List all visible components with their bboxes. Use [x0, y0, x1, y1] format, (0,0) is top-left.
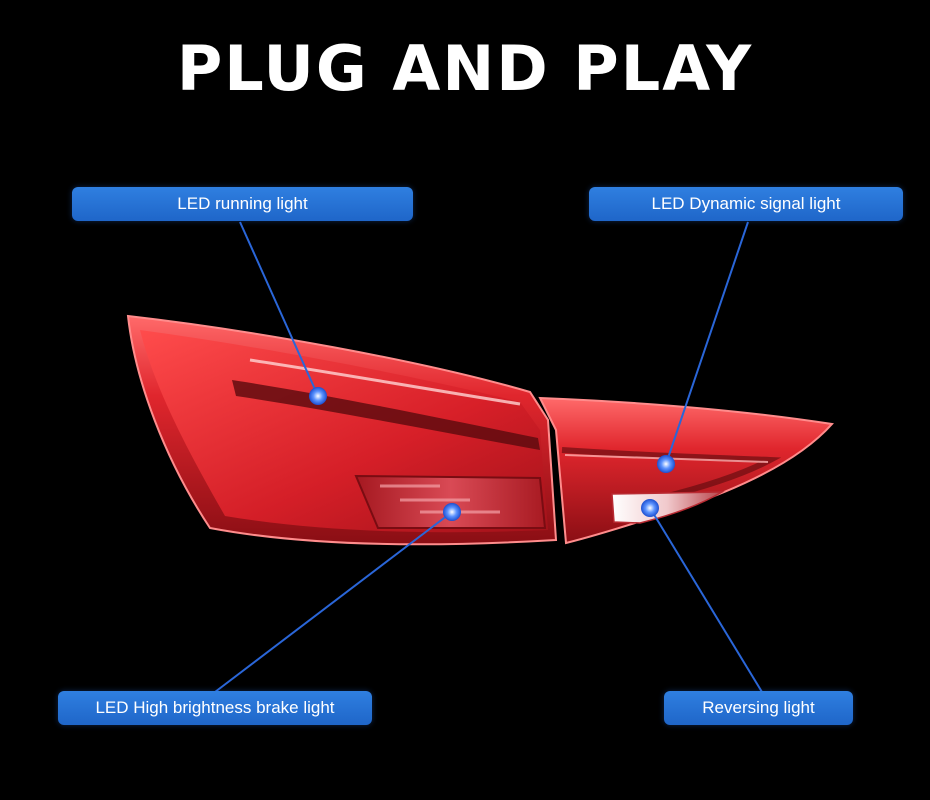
leader-line-brake	[214, 511, 453, 693]
leader-line-running	[239, 221, 319, 397]
leader-line-reverse	[649, 507, 763, 693]
callout-dot-reverse	[641, 499, 659, 517]
label-led-running-light: LED running light	[72, 187, 413, 221]
label-led-brake-light: LED High brightness brake light	[58, 691, 372, 725]
reversing-light-lens	[611, 491, 725, 524]
running-light-strip	[232, 380, 540, 450]
label-led-dynamic-signal-light: LED Dynamic signal light	[589, 187, 903, 221]
callout-dot-brake	[443, 503, 461, 521]
trunk-lamp-body	[538, 396, 834, 545]
headline: PLUG AND PLAY	[176, 32, 754, 105]
brake-light-housing	[354, 474, 547, 529]
label-reversing-light: Reversing light	[664, 691, 853, 725]
leader-line-signal	[665, 221, 749, 465]
callout-dot-signal	[657, 455, 675, 473]
callout-dot-running	[309, 387, 327, 405]
